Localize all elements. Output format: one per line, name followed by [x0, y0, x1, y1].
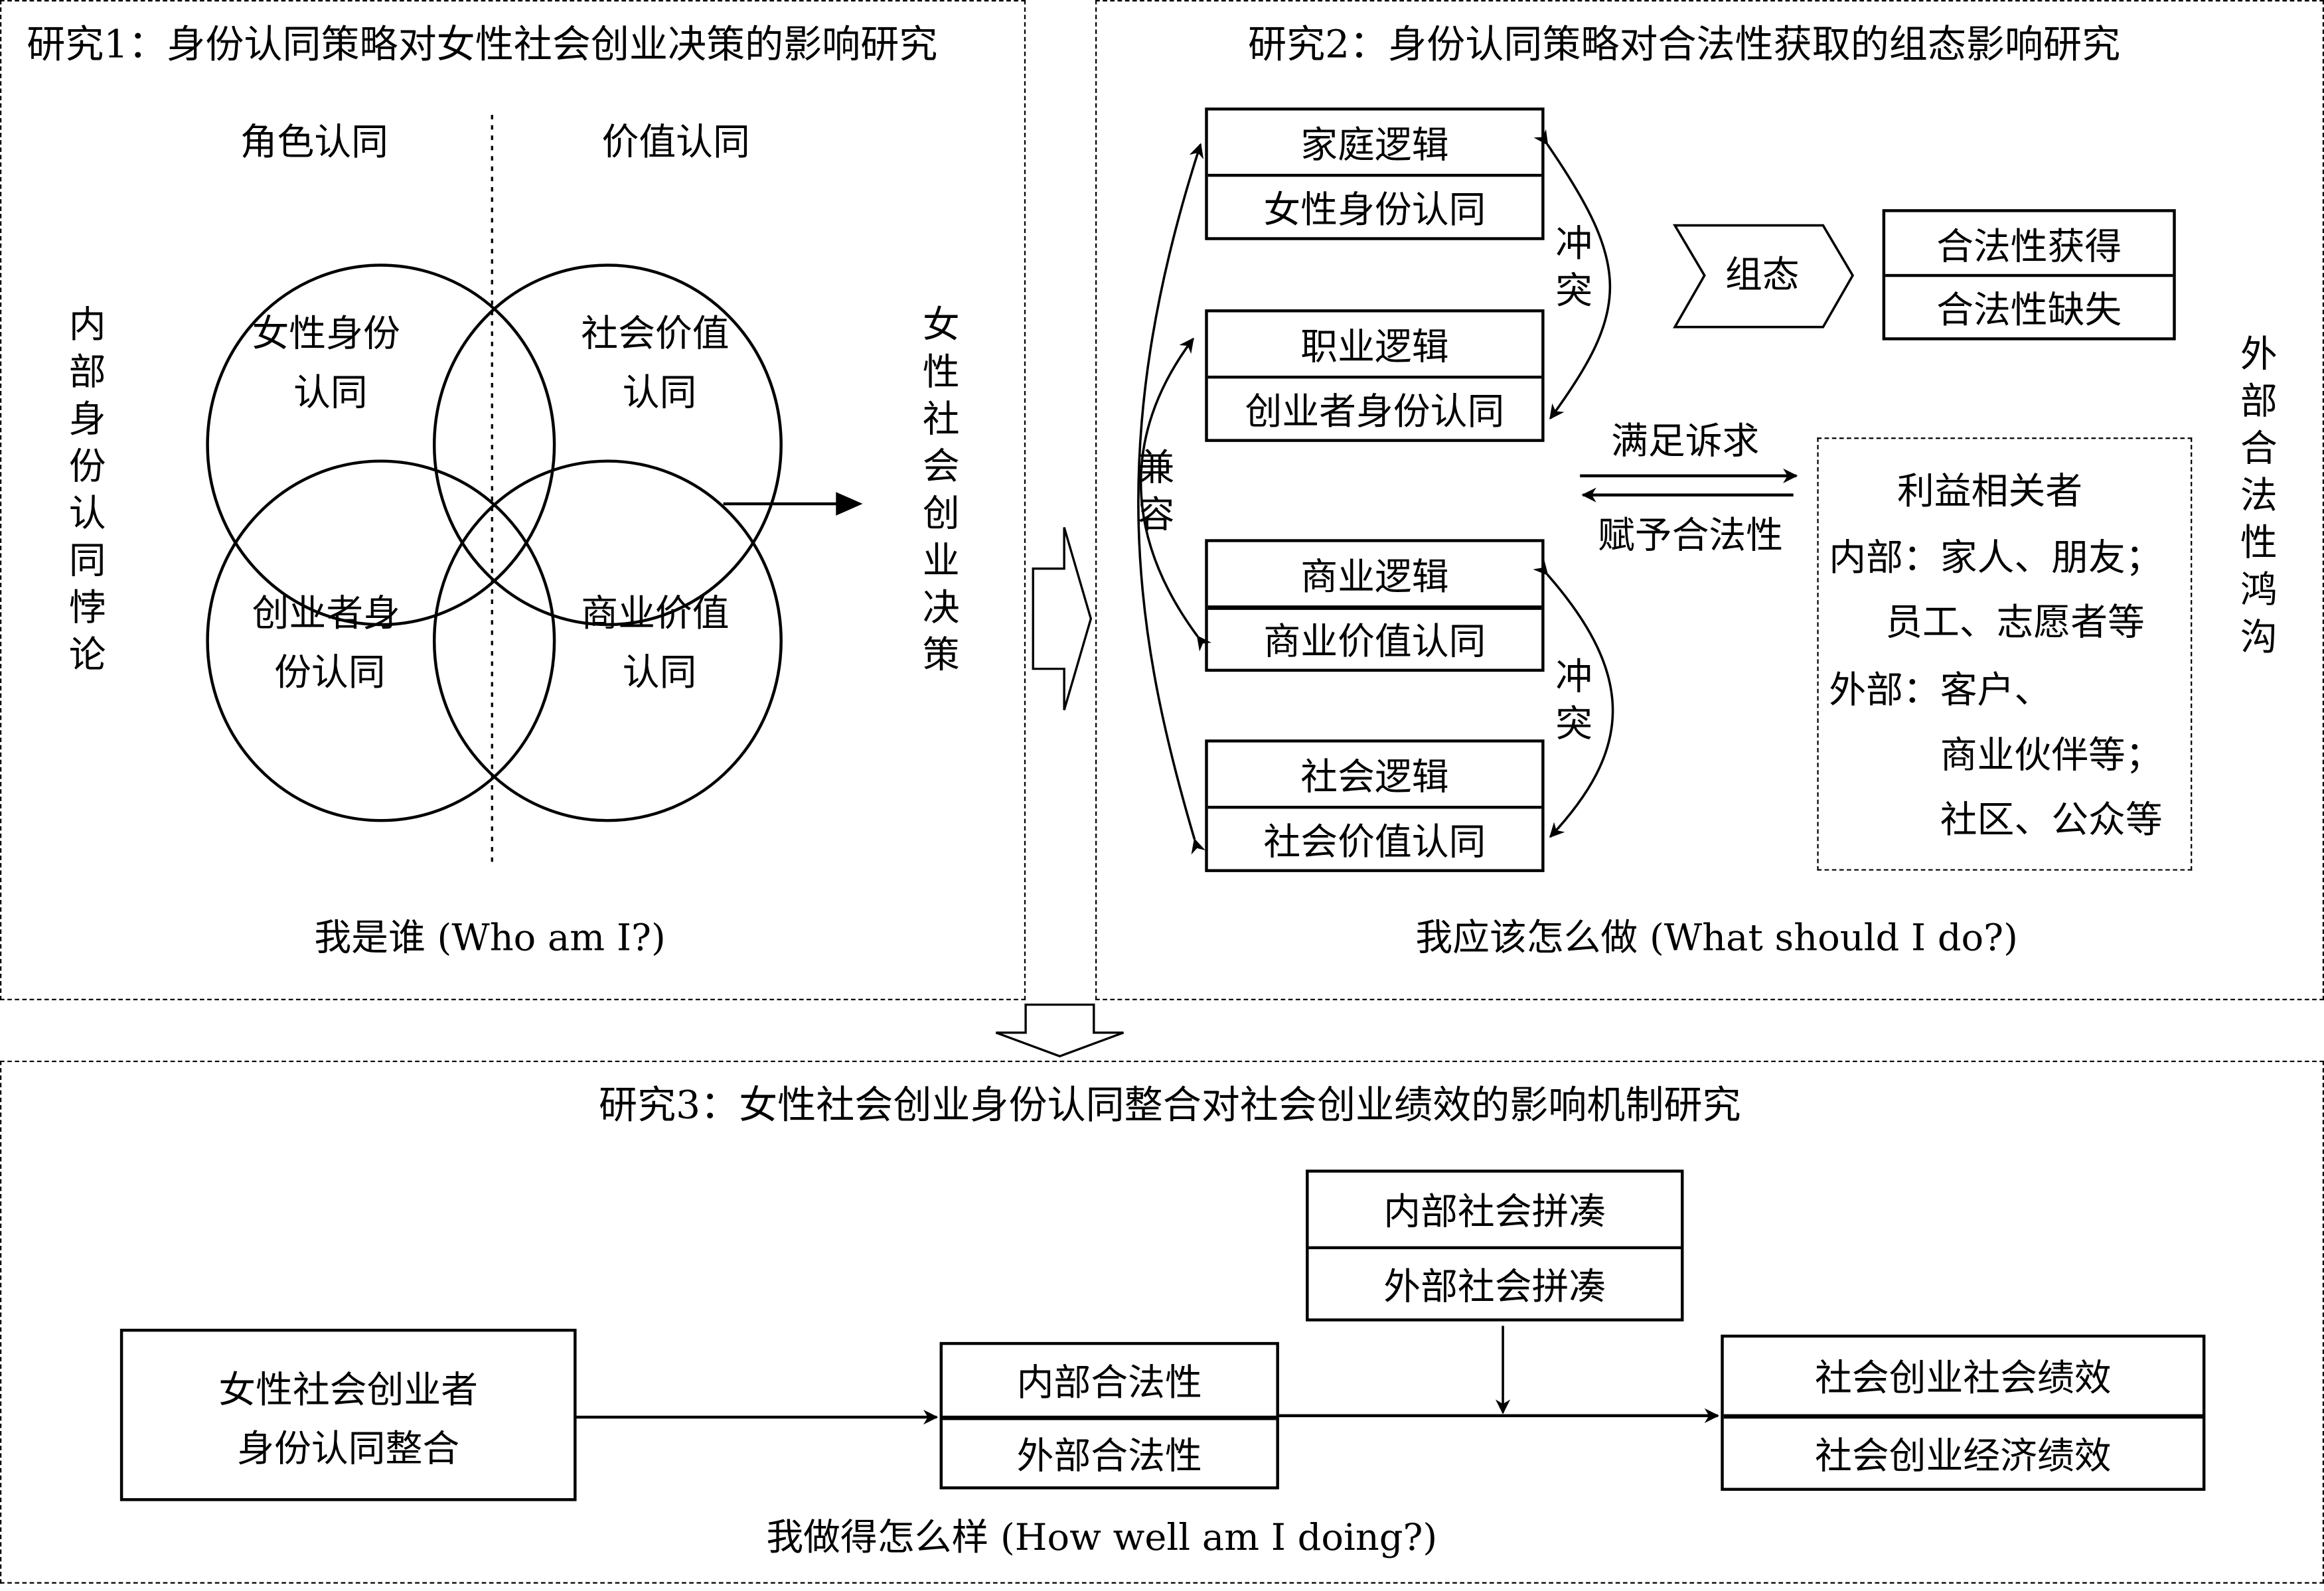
stakeholder-title: 利益相关者 [1897, 469, 2083, 513]
configuration-label: 组态 [1725, 253, 1800, 297]
logic-label: 社会逻辑 [1300, 755, 1449, 798]
conflict-label-bottom: 冲突 [1555, 655, 1593, 746]
stakeholder-line: 外部：客户、 [1829, 668, 2052, 712]
circle-entrepreneur-identity [206, 459, 556, 822]
social-bricolage-box: 内部社会拼凑 外部社会拼凑 [1306, 1170, 1684, 1322]
conflict-label-top: 冲突 [1555, 222, 1593, 313]
study1-panel [0, 0, 1026, 1000]
study3-title: 研究3：女性社会创业身份认同整合对社会创业绩效的影响机制研究 [599, 1084, 1741, 1129]
study2-panel [1095, 0, 2324, 1000]
circle-label-business-2: 认同 [622, 650, 697, 694]
input-line: 身份认同整合 [237, 1427, 460, 1470]
identity-integration-box: 女性社会创业者 身份认同整合 [119, 1328, 577, 1501]
stakeholder-line: 社区、公众等 [1940, 798, 2163, 842]
stakeholder-box [1817, 437, 2193, 871]
study1-caption: 我是谁 (Who am I?) [314, 916, 666, 959]
legitimacy-mediator-box: 内部合法性 外部合法性 [939, 1341, 1279, 1489]
decision-vertical: 女性社会创业决策 [922, 303, 960, 676]
meet-demands-label: 满足诉求 [1611, 419, 1760, 463]
stakeholder-line: 员工、志愿者等 [1885, 601, 2145, 644]
input-line: 女性社会创业者 [218, 1368, 479, 1412]
study3-caption: 我做得怎么样 (How well am I doing?) [766, 1515, 1438, 1559]
decision-arrow-head [836, 492, 863, 516]
stakeholder-line: 商业伙伴等； [1940, 733, 2163, 777]
hollow-right-arrow [1032, 527, 1093, 711]
hollow-down-arrow [995, 1003, 1124, 1058]
venn-diagram [206, 115, 863, 862]
internal-legitimacy: 内部合法性 [1016, 1361, 1202, 1404]
logic-label: 职业逻辑 [1300, 325, 1449, 368]
circle-social-value [432, 264, 783, 627]
identity-label: 社会价值认同 [1263, 820, 1486, 864]
logic-label: 家庭逻辑 [1300, 123, 1449, 167]
value-identity-label: 价值认同 [601, 120, 750, 164]
internal-bricolage: 内部社会拼凑 [1383, 1190, 1606, 1233]
logic-box-business: 商业逻辑 商业价值认同 [1205, 539, 1545, 672]
logic-box-professional: 职业逻辑 创业者身份认同 [1205, 309, 1545, 442]
identity-label: 女性身份认同 [1263, 189, 1486, 232]
circle-label-entrepreneur-1: 创业者身 [252, 592, 400, 635]
external-bricolage: 外部社会拼凑 [1383, 1265, 1606, 1308]
social-performance: 社会创业社会绩效 [1815, 1357, 2112, 1400]
study1-title: 研究1：身份认同策略对女性社会创业决策的影响研究 [27, 23, 938, 68]
role-identity-label: 角色认同 [240, 120, 389, 164]
identity-label: 商业价值认同 [1263, 620, 1486, 663]
external-legitimacy: 外部合法性 [1016, 1434, 1202, 1478]
circle-label-business-1: 商业价值 [581, 592, 730, 635]
circle-business-value [432, 459, 783, 822]
legitimacy-gap-vertical: 外部合法性鸿沟 [2240, 333, 2278, 659]
logic-label: 商业逻辑 [1300, 555, 1449, 599]
circle-label-social-1: 社会价值 [581, 312, 730, 355]
circle-female-identity [206, 264, 556, 627]
legitimacy-outcome-box: 合法性获得 合法性缺失 [1882, 209, 2176, 341]
study2-title: 研究2：身份认同策略对合法性获取的组态影响研究 [1248, 23, 2121, 68]
circle-label-female-1: 女性身份 [252, 312, 400, 355]
circle-label-female-2: 认同 [293, 371, 368, 414]
study3-panel [0, 1060, 2324, 1584]
stakeholder-line: 内部：家人、朋友； [1829, 536, 2163, 579]
logic-box-family: 家庭逻辑 女性身份认同 [1205, 108, 1545, 240]
legitimacy-lacking: 合法性缺失 [1936, 287, 2122, 331]
performance-outcome-box: 社会创业社会绩效 社会创业经济绩效 [1721, 1334, 2206, 1491]
internal-paradox-vertical: 内部身份认同悖论 [68, 303, 106, 676]
grant-legitimacy-label: 赋予合法性 [1597, 514, 1784, 557]
identity-label: 创业者身份认同 [1245, 390, 1505, 433]
economic-performance: 社会创业经济绩效 [1815, 1434, 2112, 1478]
logic-box-social: 社会逻辑 社会价值认同 [1205, 739, 1545, 872]
circle-label-entrepreneur-2: 份认同 [274, 650, 386, 694]
legitimacy-gained: 合法性获得 [1936, 224, 2122, 267]
study2-caption: 我应该怎么做 (What should I do?) [1415, 916, 2018, 959]
circle-label-social-2: 认同 [622, 371, 697, 414]
compatible-label: 兼容 [1137, 446, 1175, 536]
